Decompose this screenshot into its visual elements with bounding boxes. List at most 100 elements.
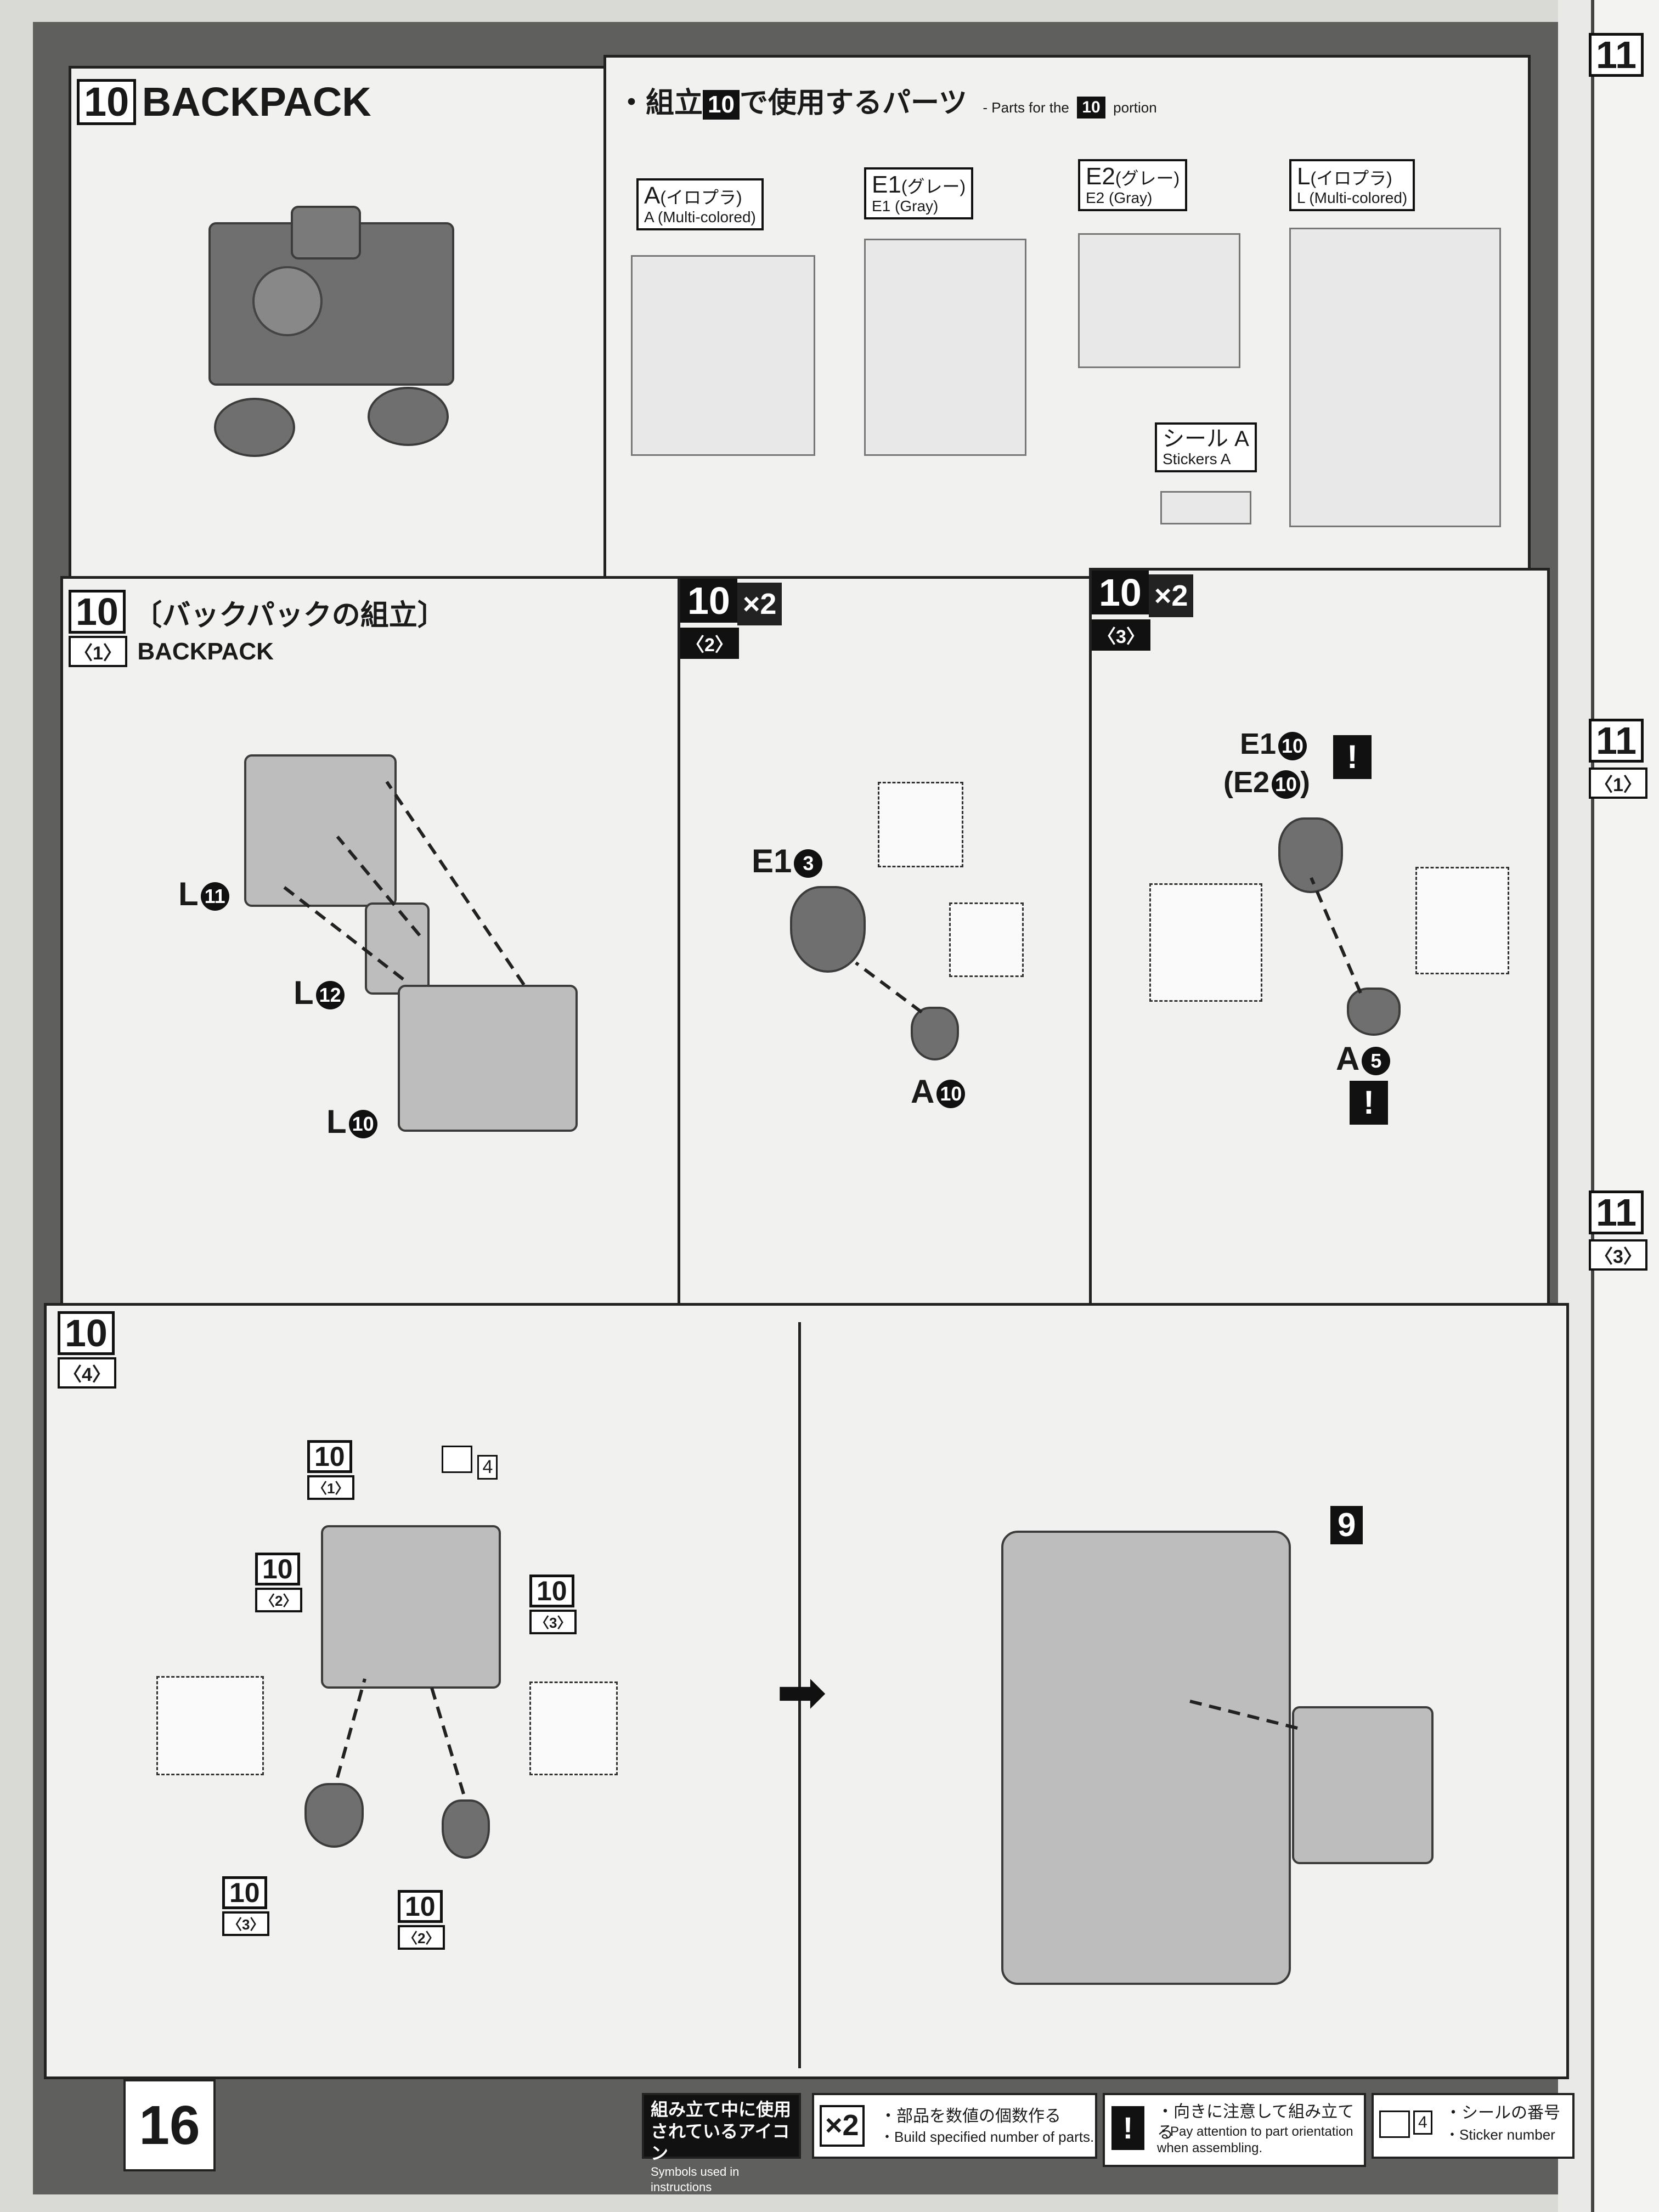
robot-body-illustration bbox=[1001, 1531, 1291, 1985]
step-10-2-header: 10×2 〈2〉 bbox=[680, 579, 782, 659]
edge-step-top: 11 bbox=[1589, 33, 1644, 77]
sticker-number: 4 bbox=[477, 1455, 498, 1480]
callout-10-2-bottom: 10〈2〉 bbox=[398, 1890, 445, 1950]
thruster-right bbox=[368, 387, 449, 446]
runner-e2-diagram bbox=[1078, 233, 1240, 368]
detail-inset-right bbox=[949, 902, 1024, 977]
callout-10-3: 10〈3〉 bbox=[529, 1575, 577, 1634]
footer-sticker-jp: ・シールの番号 bbox=[1445, 2104, 1560, 2122]
callout-10-1: 10〈1〉 bbox=[307, 1440, 355, 1500]
step-10-3-sub: 〈3〉 bbox=[1092, 619, 1150, 651]
footer-x2-legend: ×2 ・部品を数値の個数作る ・Build specified number o… bbox=[812, 2093, 1097, 2159]
step-10-2-number: 10 bbox=[680, 579, 737, 623]
footer-sticker-en: ・Sticker number bbox=[1445, 2126, 1555, 2143]
step-10-1-sub: 〈1〉 bbox=[69, 636, 127, 667]
parts-heading-jp: ・組立 bbox=[617, 87, 703, 119]
parts-heading-en2: portion bbox=[1113, 99, 1157, 116]
step-10-1-number: 10 bbox=[69, 590, 126, 634]
step-number: 10 bbox=[77, 79, 137, 125]
sticker-callout: 4 bbox=[442, 1446, 498, 1480]
step-10-4-arrows bbox=[336, 1678, 465, 1795]
parts-heading-en: - Parts for the bbox=[983, 99, 1069, 116]
backpack-assembly-illustration bbox=[321, 1525, 501, 1689]
edge-step-mid1-sub: 〈1〉 bbox=[1589, 768, 1647, 799]
runner-label-a: A(イロプラ)A (Multi-colored) bbox=[636, 178, 764, 231]
thruster-left-illustration bbox=[304, 1783, 364, 1848]
footer-sticker-number: 4 bbox=[1413, 2111, 1432, 2135]
sticker-sheet-diagram bbox=[1160, 491, 1251, 524]
footer-icons-jp: 組み立て中に使用されているアイコン bbox=[651, 2100, 792, 2163]
footer-x2-jp: ・部品を数値の個数作る bbox=[880, 2107, 1061, 2125]
runner-label-e1: E1(グレー)E1 (Gray) bbox=[864, 167, 974, 220]
footer-warn-legend: ! ・向きに注意して組み立てる ・Pay attention to part o… bbox=[1103, 2093, 1366, 2167]
footer-sticker-icon bbox=[1379, 2111, 1410, 2138]
thruster-right-illustration bbox=[442, 1799, 490, 1859]
footer-x2-icon: ×2 bbox=[820, 2105, 865, 2147]
step-10-1-title-jp: 〔バックパックの組立〕 bbox=[133, 600, 446, 631]
mount-arrow bbox=[1187, 1699, 1298, 1730]
edge-step-mid2: 11 bbox=[1589, 1190, 1644, 1234]
runner-l-diagram bbox=[1289, 228, 1501, 527]
next-page-strip: 11 11 〈1〉 11 〈3〉 bbox=[1589, 0, 1659, 2212]
orientation-warning-icon-2: ! bbox=[1350, 1081, 1388, 1125]
callout-9: 9 bbox=[1330, 1506, 1363, 1544]
footer-icons-en: Symbols used in instructions bbox=[651, 2165, 740, 2194]
footer-x2-en: ・Build specified number of parts. bbox=[880, 2129, 1094, 2145]
detail-inset-left bbox=[156, 1676, 264, 1775]
footer-warn-icon: ! bbox=[1111, 2106, 1144, 2150]
edge-step-mid2-sub: 〈3〉 bbox=[1589, 1239, 1647, 1271]
edge-step-mid1: 11 bbox=[1589, 719, 1644, 763]
step-10-4-sub: 〈4〉 bbox=[58, 1357, 116, 1389]
step-header: 10 BACKPACK bbox=[77, 78, 371, 125]
parts-heading-jp2: で使用するパーツ bbox=[739, 87, 967, 119]
part-e1-3-illustration bbox=[790, 886, 866, 973]
runner-a-diagram bbox=[631, 255, 815, 456]
footer-warn-en: ・Pay attention to part orientation when … bbox=[1157, 2124, 1353, 2155]
step-10-1-header: 10 〔バックパックの組立〕 〈1〉 BACKPACK bbox=[69, 590, 446, 667]
orientation-warning-icon: ! bbox=[1333, 735, 1372, 779]
part-a10-illustration bbox=[911, 1007, 959, 1060]
thruster-left bbox=[214, 398, 295, 457]
runner-label-e2: E2(グレー)E2 (Gray) bbox=[1078, 159, 1188, 212]
next-step-arrow-icon: ➡ bbox=[776, 1658, 827, 1726]
step-10-4-number: 10 bbox=[58, 1311, 115, 1355]
step-10-3-multiplier: ×2 bbox=[1148, 574, 1194, 617]
step-10-4-panel: 10 〈4〉 10〈1〉 4 10〈2〉 10〈3〉 10〈3〉 10〈2〉 ➡… bbox=[44, 1303, 1569, 2079]
step-10-1-title-en: BACKPACK bbox=[137, 638, 274, 665]
sticker-icon bbox=[442, 1446, 472, 1473]
footer-warn-jp: ・向きに注意して組み立てる bbox=[1157, 2103, 1355, 2142]
step-10-3-arrow bbox=[1310, 877, 1362, 994]
page-number: 16 bbox=[123, 2079, 216, 2171]
detail-inset-top bbox=[878, 782, 963, 867]
callout-10-2: 10〈2〉 bbox=[255, 1553, 303, 1612]
panel-divider bbox=[798, 1322, 801, 2068]
backpack-overview-panel: 10 BACKPACK bbox=[69, 66, 606, 582]
part-l10-illustration bbox=[398, 985, 578, 1132]
step-10-4-header: 10 〈4〉 bbox=[58, 1311, 116, 1389]
part-l11-illustration bbox=[244, 754, 397, 907]
step-10-2-multiplier: ×2 bbox=[737, 583, 782, 625]
runner-e1-diagram bbox=[864, 239, 1026, 456]
step-10-2-sub: 〈2〉 bbox=[680, 628, 739, 659]
detail-inset-left bbox=[1149, 883, 1262, 1002]
step-10-2-arrow bbox=[855, 961, 923, 1014]
step-10-3-header: 10×2 〈3〉 bbox=[1092, 571, 1194, 651]
parts-heading-step: 10 bbox=[703, 90, 740, 120]
footer-icons-legend-title: 組み立て中に使用されているアイコン Symbols used in instru… bbox=[642, 2093, 801, 2194]
part-a5-illustration bbox=[1347, 988, 1401, 1036]
step-10-3-number: 10 bbox=[1092, 571, 1149, 614]
backpack-port-circle bbox=[252, 266, 323, 336]
backpack-mount-illustration bbox=[1292, 1706, 1434, 1864]
